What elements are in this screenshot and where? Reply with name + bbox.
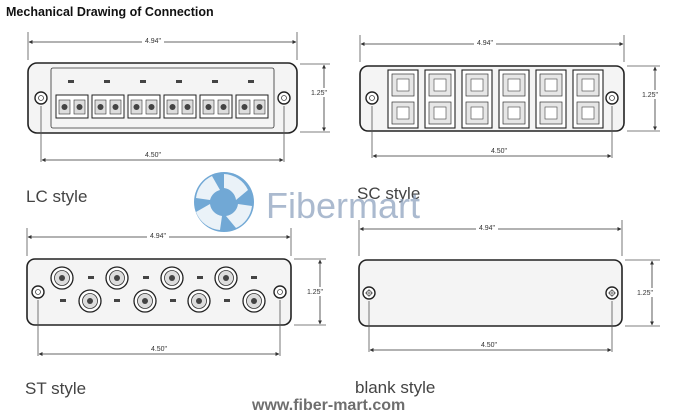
sc-port xyxy=(424,69,456,129)
watermark-url: www.fiber-mart.com xyxy=(252,397,406,414)
sc-hole-spacing-dimension: 4.50" xyxy=(491,148,508,155)
sc-width-dimension: 4.94" xyxy=(477,40,494,47)
st-port xyxy=(242,289,266,313)
lc-width-dimension: 4.94" xyxy=(145,38,162,45)
sc-style-drawing: 4.94" xyxy=(357,35,660,203)
watermark-brand: Fibermart xyxy=(266,185,420,226)
lc-port xyxy=(127,94,161,119)
lc-style-drawing: 4.94" xyxy=(26,32,330,206)
st-port xyxy=(160,266,184,290)
sc-style-label: SC style xyxy=(357,184,420,203)
watermark-logo-icon xyxy=(194,172,254,232)
sc-mount-hole-right xyxy=(605,91,619,105)
st-port xyxy=(214,266,238,290)
st-port xyxy=(50,266,74,290)
st-port xyxy=(133,289,157,313)
lc-mount-hole-right xyxy=(277,91,291,105)
blank-panel-body xyxy=(358,259,623,327)
sc-port xyxy=(498,69,530,129)
st-height-dimension: 1.25" xyxy=(307,289,324,296)
st-style-drawing: 4.94" xyxy=(25,228,326,398)
lc-port-number-marks xyxy=(68,80,254,83)
lc-mount-hole-left xyxy=(34,91,48,105)
sc-mount-hole-left xyxy=(365,91,379,105)
lc-height-dimension: 1.25" xyxy=(311,90,328,97)
st-port xyxy=(105,266,129,290)
st-mount-hole-right xyxy=(273,285,287,299)
lc-port xyxy=(163,94,197,119)
lc-port xyxy=(55,94,89,119)
st-port xyxy=(78,289,102,313)
sc-port xyxy=(461,69,493,129)
sc-port xyxy=(387,69,419,129)
blank-style-drawing: 4.94" 1.25" 4.50" blank style xyxy=(355,220,660,397)
blank-style-label: blank style xyxy=(355,378,435,397)
st-port xyxy=(187,289,211,313)
st-width-dimension: 4.94" xyxy=(150,233,167,240)
st-mount-hole-left xyxy=(31,285,45,299)
page-title: Mechanical Drawing of Connection xyxy=(6,5,214,19)
blank-height-dimension: 1.25" xyxy=(637,290,654,297)
blank-hole-spacing-dimension: 4.50" xyxy=(481,342,498,349)
st-port-number-marks xyxy=(60,276,257,302)
blank-width-dimension: 4.94" xyxy=(479,225,496,232)
sc-height-dimension: 1.25" xyxy=(642,92,659,99)
lc-port xyxy=(199,94,233,119)
st-hole-spacing-dimension: 4.50" xyxy=(151,346,168,353)
lc-port xyxy=(91,94,125,119)
lc-style-label: LC style xyxy=(26,187,87,206)
st-style-label: ST style xyxy=(25,379,86,398)
sc-port xyxy=(572,69,604,129)
lc-hole-spacing-dimension: 4.50" xyxy=(145,152,162,159)
sc-port xyxy=(535,69,567,129)
lc-port xyxy=(235,94,269,119)
